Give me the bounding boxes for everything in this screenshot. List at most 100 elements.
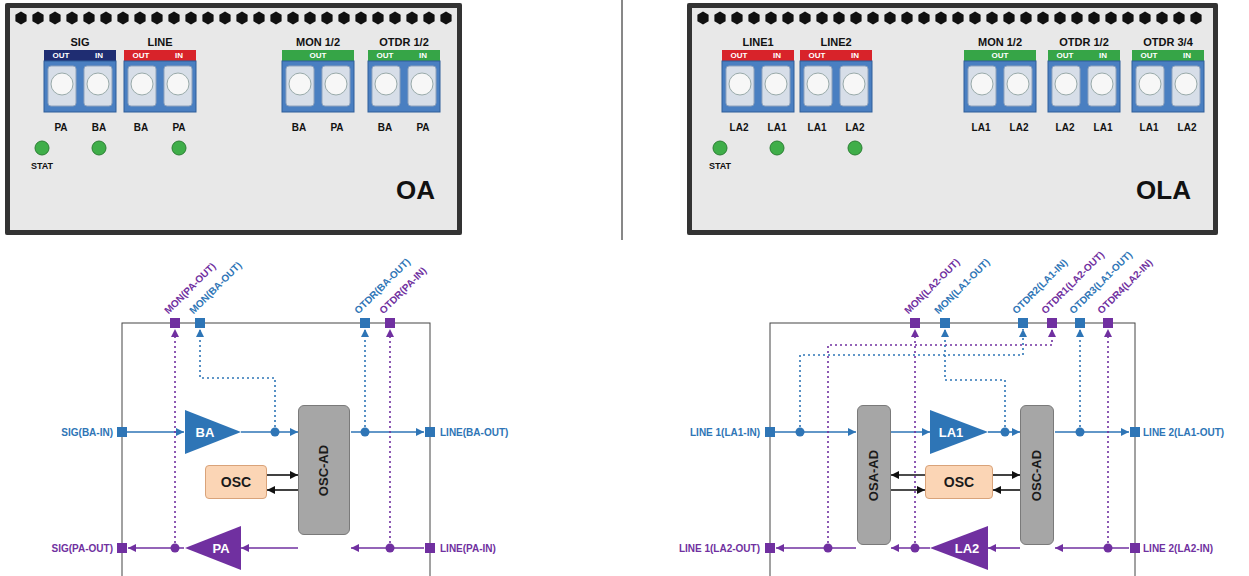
port-group-label: LINE1 [742,36,773,48]
signal-arrow [993,489,1020,491]
vent-hole [185,12,196,25]
block-label: OSC [221,474,251,490]
vent-hole [833,12,844,25]
vent-hole [253,12,264,25]
device-name: OLA [1136,175,1191,206]
amplifier-triangle: PA [185,526,241,570]
vent-hole [1139,12,1150,25]
vent-hole [799,12,810,25]
port-sublabel: BA [134,122,148,133]
port-direction: OUT [1141,51,1158,60]
port-direction: IN [1099,51,1107,60]
port-name: LINE 1(LA2-OUT) [679,543,760,554]
port-sublabel: LA2 [1010,122,1029,133]
port-direction: OUT [133,51,150,60]
port-sublabel: PA [54,122,67,133]
vent-hole [1156,12,1167,25]
port-sublabel: BA [292,122,306,133]
signal-arrow [267,474,298,476]
vent-hole [1190,12,1201,25]
connector-port [800,50,872,112]
port-direction: IN [419,51,427,60]
vent-hole [782,12,793,25]
port-sublabel: LA1 [972,122,991,133]
vent-hole [1020,12,1031,25]
status-led [713,141,727,155]
amplifier-triangle: LA2 [930,526,988,570]
connector-port [1132,50,1204,112]
signal-arrow [267,489,298,491]
port-sublabel: LA2 [1056,122,1075,133]
port-name: SIG(BA-IN) [61,427,113,438]
device-name: OA [396,175,435,206]
vent-hole [1122,12,1133,25]
signal-arrow [891,431,930,433]
signal-arrow [993,474,1020,476]
port-direction: OUT [1057,51,1074,60]
port-direction: OUT [992,51,1009,60]
vent-hole [117,12,128,25]
add-drop-filter: OSC-AD [298,405,350,535]
led-label: STAT [709,162,731,172]
amplifier-triangle: BA [185,410,241,454]
connector-port [368,50,440,112]
port-group-label: LINE [147,36,172,48]
vent-hole [714,12,725,25]
vent-hole [1037,12,1048,25]
port-name: MON(LA1-OUT) [932,256,992,316]
port-direction: OUT [377,51,394,60]
panel-face [5,3,462,235]
vent-hole [423,12,434,25]
front-panels [5,3,1218,235]
port-name: LINE(PA-IN) [440,543,496,554]
port-sublabel: LA2 [1178,122,1197,133]
vent-hole [1105,12,1116,25]
port-direction: IN [851,51,859,60]
vent-hole [1054,12,1065,25]
port-direction: IN [773,51,781,60]
vent-hole [986,12,997,25]
port-group-label: SIG [71,36,90,48]
block-label: OSC-AD [1030,449,1045,500]
block-label: PA [212,541,229,556]
port-direction: OUT [310,51,327,60]
oa-block-diagram [117,318,435,576]
vent-hole [850,12,861,25]
port-sublabel: PA [416,122,429,133]
port-group-label: OTDR 1/2 [379,36,429,48]
port-direction: OUT [53,51,70,60]
ola-block-diagram [765,318,1140,576]
amplifier-triangle: LA1 [930,410,988,454]
vent-hole [389,12,400,25]
port-sublabel: PA [330,122,343,133]
port-name: LINE 2(LA1-OUT) [1143,427,1224,438]
vent-hole [304,12,315,25]
vent-hole [32,12,43,25]
vent-hole [884,12,895,25]
vent-hole [49,12,60,25]
vent-hole [83,12,94,25]
port-direction: IN [175,51,183,60]
vent-hole [969,12,980,25]
vent-hole [66,12,77,25]
port-sublabel: LA1 [1094,122,1113,133]
connector-port [44,50,116,112]
vent-hole [134,12,145,25]
port-direction: IN [1183,51,1191,60]
port-sublabel: LA1 [808,122,827,133]
add-drop-filter: OSC-AD [1020,405,1054,545]
port-sublabel: BA [378,122,392,133]
status-led [35,141,49,155]
add-drop-filter: OSA-AD [857,405,891,545]
connector-port [1048,50,1120,112]
vent-hole [219,12,230,25]
vent-hole [935,12,946,25]
vent-hole [287,12,298,25]
port-direction: OUT [731,51,748,60]
block-label: LA1 [939,425,964,440]
signal-arrow [891,474,925,476]
port-name: SIG(PA-OUT) [52,543,113,554]
connector-port [964,50,1036,112]
block-label: BA [196,425,215,440]
vent-hole [765,12,776,25]
